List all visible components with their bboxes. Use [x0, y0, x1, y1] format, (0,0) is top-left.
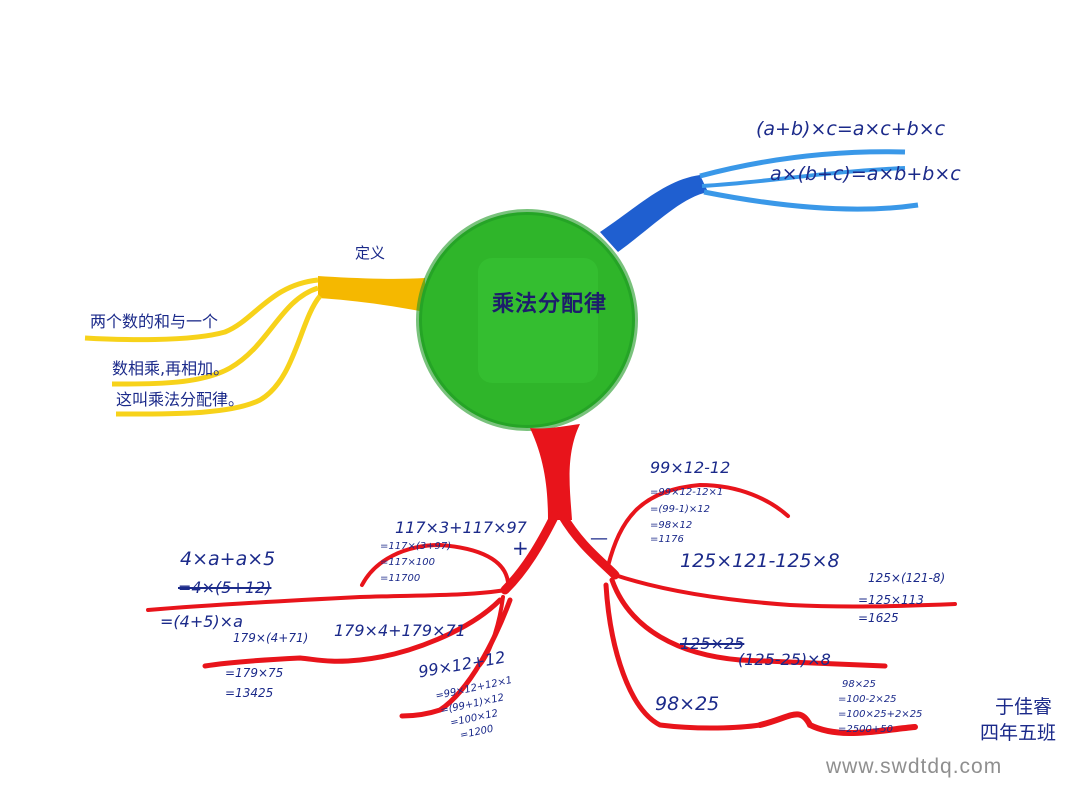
minus-example-1-step-2: =(99-1)×12: [650, 504, 710, 515]
signature-name: 于佳睿: [995, 696, 1053, 718]
formula-branch-line-2: [701, 166, 906, 188]
definition-branch-line-2: [111, 285, 319, 387]
minus-example-4-step-4: =2500+50: [838, 724, 893, 735]
example-branch-trunk: [530, 424, 580, 520]
plus-label: +: [512, 536, 529, 560]
minus-example-4-step-2: =100-2×25: [838, 694, 897, 705]
plus-example-3-step-1: 179×(4+71): [233, 631, 309, 645]
plus-example-2-question: 4×a+a×5: [180, 548, 276, 570]
definition-branch-line-1: [84, 277, 319, 343]
minus-example-1-question: 99×12-12: [650, 458, 731, 477]
minus-label: —: [590, 528, 608, 549]
plus-example-3-step-3: =13425: [225, 686, 274, 700]
minus-example-3-question: (125-25)×8: [738, 650, 831, 669]
definition-label: 定义: [355, 244, 386, 262]
watermark: www.swdtdq.com: [826, 755, 1003, 778]
minus-example-2-step-1: 125×(121-8): [868, 571, 946, 585]
formula-line-2: a×(b+c)=a×b+b×c: [770, 163, 961, 185]
definition-line-3: 这叫乘法分配律。: [116, 390, 245, 409]
formula-line-1: (a+b)×c=a×c+b×c: [756, 118, 946, 140]
plus-example-2-step-2: =(4+5)×a: [160, 612, 243, 631]
definition-line-2: 数相乘,再相加。: [112, 359, 230, 378]
center-node-inner-patch: [478, 258, 598, 383]
minus-example-2-question: 125×121-125×8: [680, 550, 840, 572]
plus-example-3-question: 179×4+179×71: [334, 621, 466, 640]
plus-example-3-step-2: =179×75: [225, 666, 284, 680]
definition-branch-line-3: [115, 294, 322, 417]
formula-branch-line-3: [703, 189, 919, 212]
center-title: 乘法分配律: [492, 291, 608, 317]
formula-branch-trunk: [600, 175, 708, 252]
signature-class: 四年五班: [980, 722, 1057, 744]
plus-example-1-question: 117×3+117×97: [395, 518, 527, 537]
definition-branch-trunk: [318, 276, 425, 312]
plus-example-1-step-2: =117×100: [380, 557, 435, 568]
minus-example-1-step-4: =1176: [650, 534, 684, 545]
minus-example-1-step-3: =98×12: [650, 520, 693, 531]
minus-example-1-step-1: =99×12-12×1: [650, 487, 724, 498]
center-node-shade: [416, 209, 638, 431]
minus-example-4-step-1: 98×25: [842, 679, 876, 690]
minus-branches: [557, 482, 957, 736]
definition-line-1: 两个数的和与一个: [90, 312, 219, 331]
minus-example-2-step-2: =125×113: [858, 593, 924, 607]
plus-example-1-step-1: =117×(3+97): [380, 541, 452, 552]
plus-example-2-step-1: =4×(5+12): [178, 578, 272, 597]
minus-example-4-step-3: =100×25+2×25: [838, 709, 923, 720]
minus-example-3-struck: 125×25: [680, 634, 745, 653]
plus-example-1-step-3: =11700: [380, 573, 421, 584]
minus-example-2-step-3: =1625: [858, 611, 899, 625]
minus-example-4-question: 98×25: [655, 693, 720, 715]
plus-branches: [146, 510, 560, 719]
formula-branch-line-1: [699, 149, 906, 179]
